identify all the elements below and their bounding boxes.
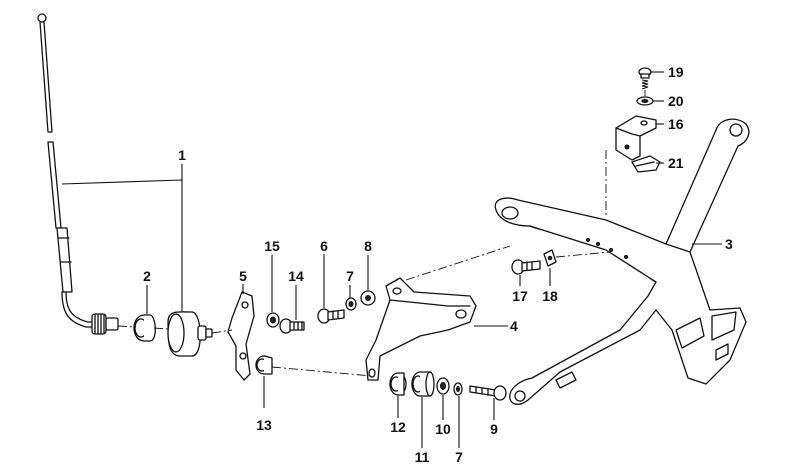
bolt-6 (317, 308, 345, 324)
callout-4: 4 (510, 318, 518, 334)
washer-8 (360, 290, 376, 306)
callout-8: 8 (364, 238, 372, 254)
alignment-lines (117, 90, 646, 377)
callout-13: 13 (256, 417, 272, 433)
screw-17 (511, 259, 541, 275)
rubber-ring-12 (389, 372, 407, 396)
screw-14 (279, 318, 305, 334)
callout-18: 18 (542, 288, 558, 304)
speed-nut-21 (631, 155, 661, 173)
screw-19 (638, 67, 652, 90)
bolt-9 (469, 385, 507, 401)
washer-20 (636, 96, 654, 106)
rubber-bush (133, 314, 156, 342)
callout-7-lower: 7 (455, 449, 463, 465)
callout-20: 20 (668, 93, 684, 109)
callout-2: 2 (143, 268, 151, 284)
callout-3: 3 (725, 236, 733, 252)
clip-nut-18 (543, 249, 557, 267)
callout-17: 17 (512, 288, 528, 304)
spring-washer-7-lower (453, 382, 463, 396)
callout-1: 1 (178, 147, 186, 163)
angle-bracket-16 (615, 115, 657, 161)
washer-10 (436, 377, 450, 395)
callout-14: 14 (288, 268, 304, 284)
small-bracket (227, 291, 255, 381)
callout-12: 12 (390, 419, 406, 435)
callout-9: 9 (490, 421, 498, 437)
callout-10: 10 (435, 421, 451, 437)
grommet-13 (255, 355, 273, 375)
callout-16: 16 (668, 116, 684, 132)
callout-21: 21 (668, 155, 684, 171)
antenna-base (167, 311, 213, 357)
callout-15: 15 (264, 238, 280, 254)
mounting-plate (365, 277, 477, 381)
antenna-assembly (37, 13, 119, 335)
callout-labels: 1 2 3 4 5 6 7 8 9 10 11 12 13 14 15 16 1… (143, 64, 733, 465)
rubber-bush-11 (411, 371, 435, 397)
callout-11: 11 (415, 449, 430, 465)
callout-19: 19 (668, 64, 684, 80)
callout-5: 5 (239, 268, 247, 284)
spring-washer-7-upper (345, 297, 357, 311)
washer-15 (266, 312, 280, 328)
callout-6: 6 (320, 238, 328, 254)
callout-7-upper: 7 (346, 268, 354, 284)
leader-lines (61, 71, 722, 448)
